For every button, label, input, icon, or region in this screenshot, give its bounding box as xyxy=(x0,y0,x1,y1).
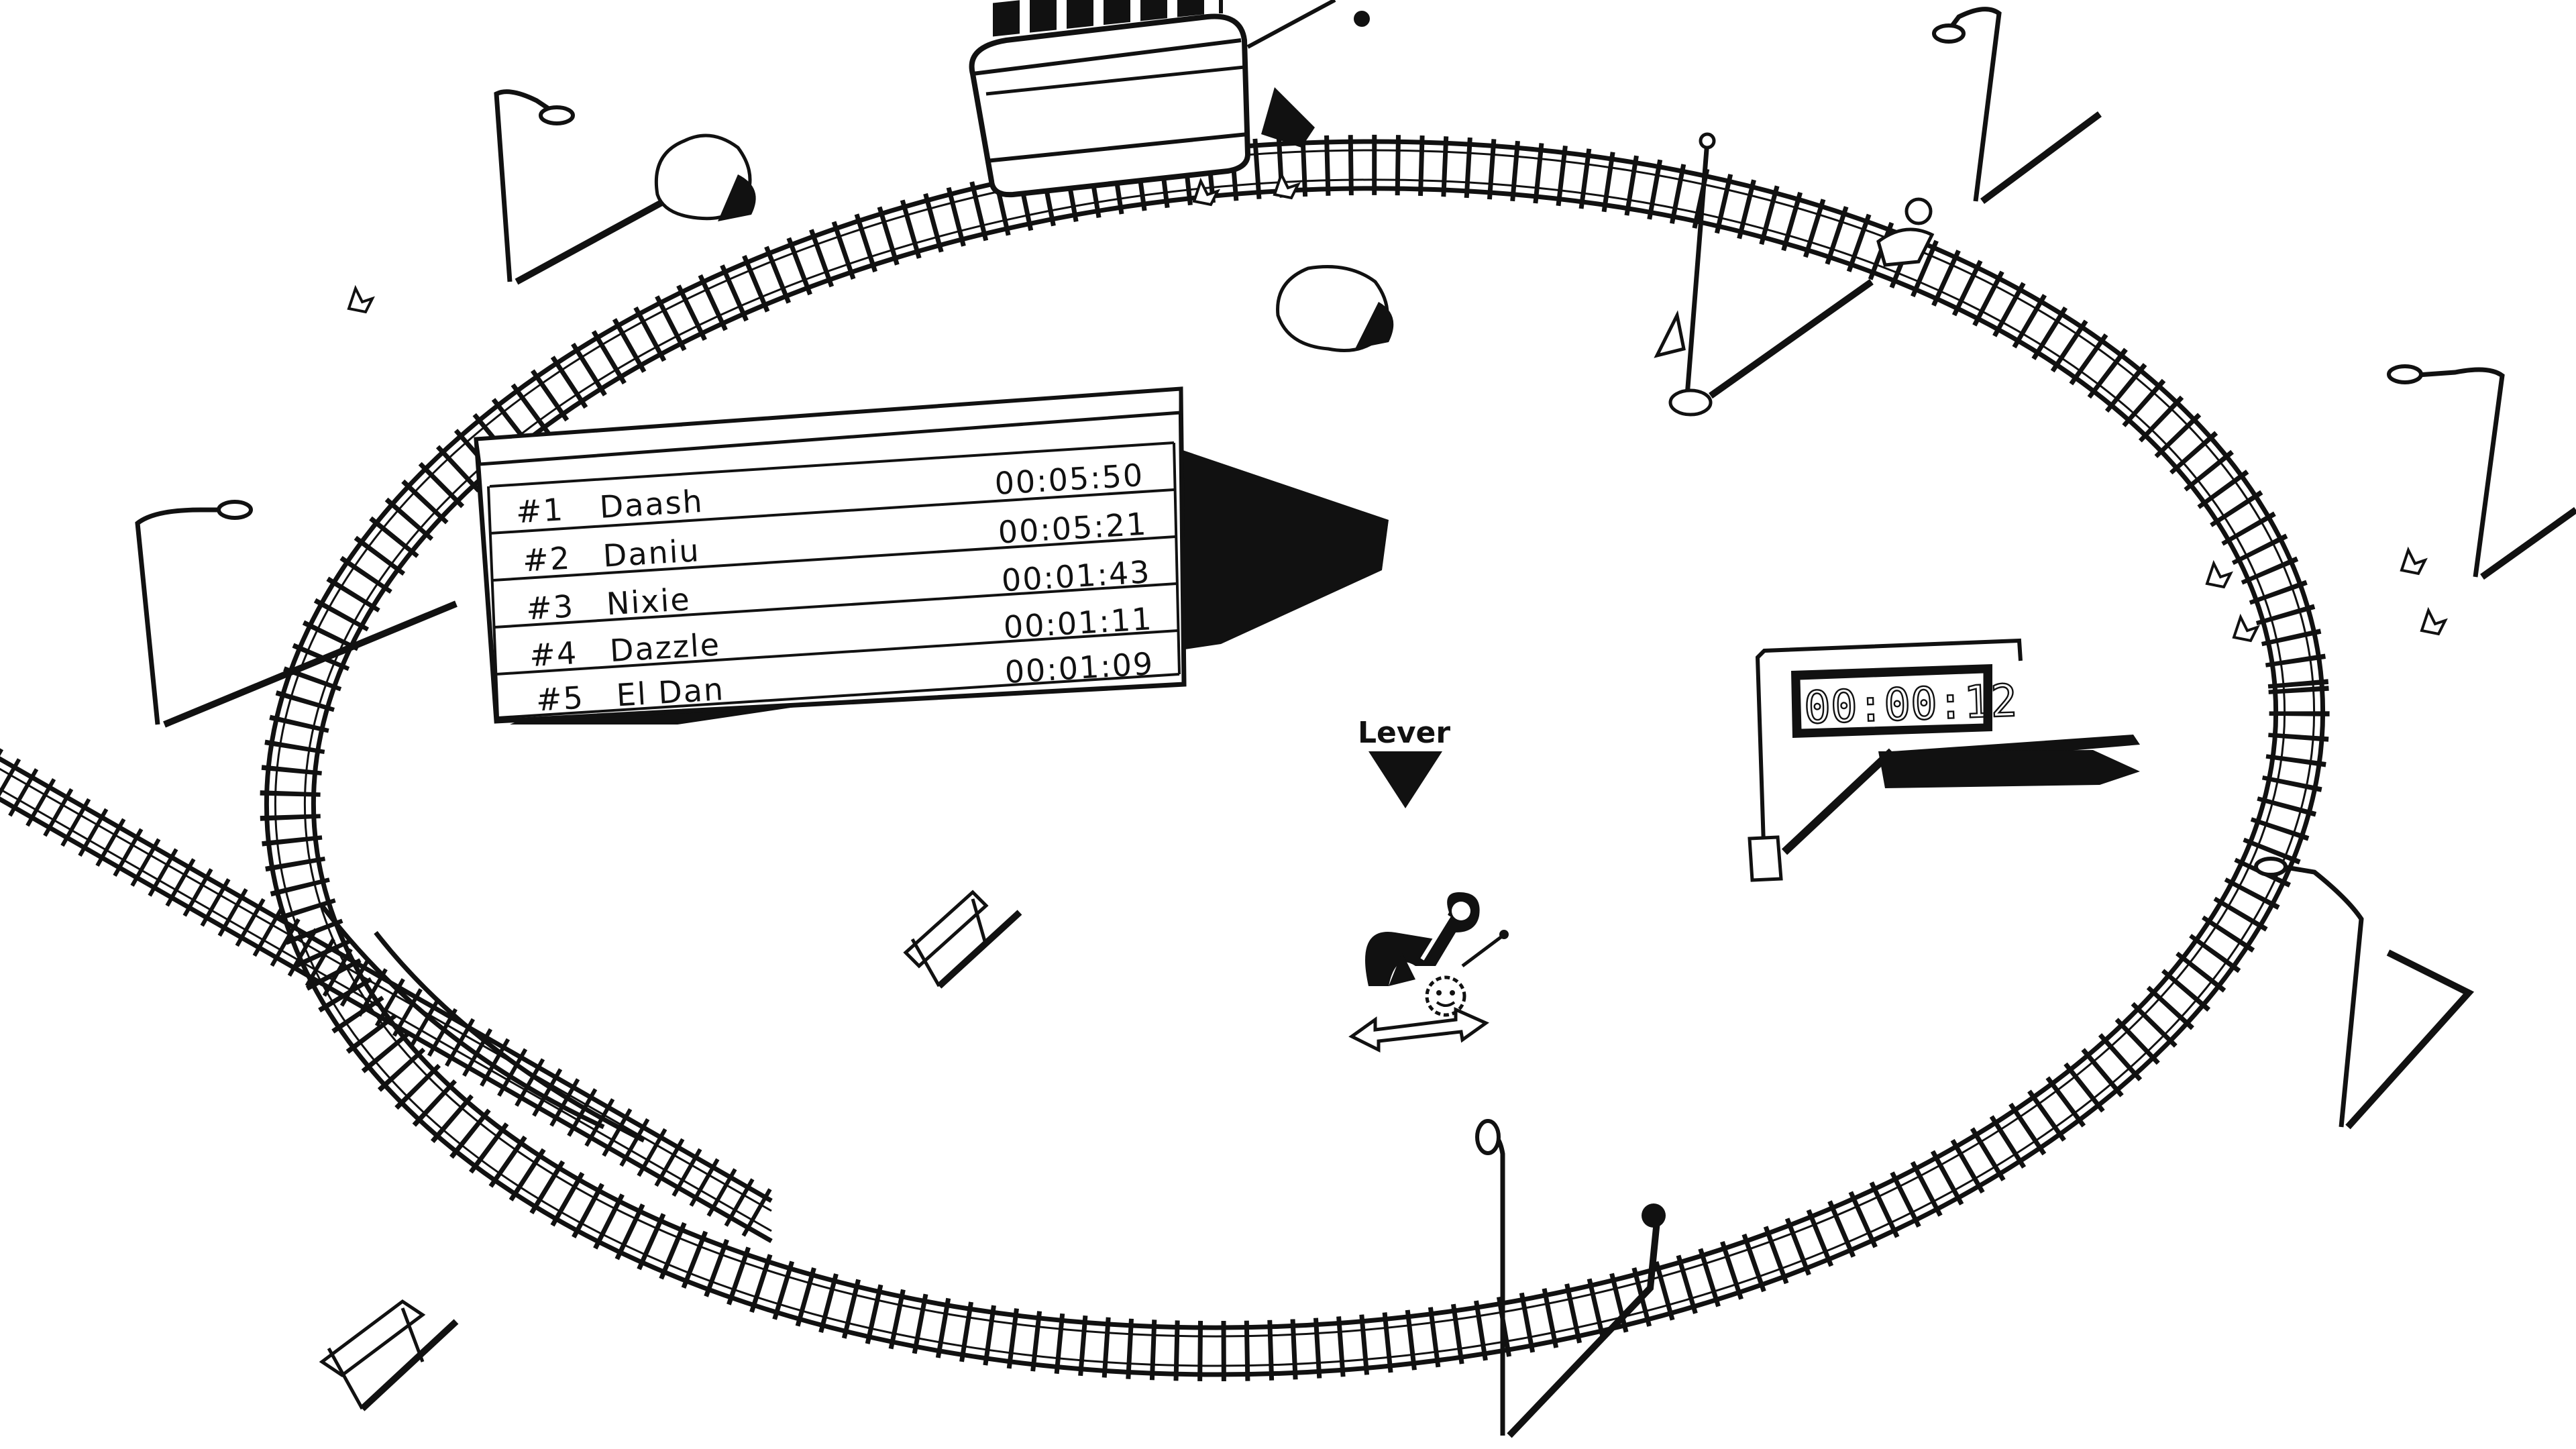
leaderboard-row: #5 El Dan 00:01:09 xyxy=(535,645,1155,718)
bench xyxy=(319,1299,459,1411)
lever-icon[interactable] xyxy=(1365,892,1480,986)
npc-figure xyxy=(1876,197,1935,267)
street-lamp xyxy=(2254,857,2475,1130)
leaderboard-row: #2 Daniu 00:05:21 xyxy=(522,506,1148,579)
leaderboard-rank: #4 xyxy=(529,635,579,674)
oval-railway-track xyxy=(260,134,2330,1382)
leaderboard-name: Dazzle xyxy=(608,626,721,669)
street-lamp xyxy=(2387,364,2576,580)
interaction-prompt: Lever xyxy=(1358,716,1450,808)
leaderboard-rank: #2 xyxy=(522,540,572,579)
lever-prompt-label: Lever xyxy=(1358,716,1450,750)
leaderboard-time: 00:01:11 xyxy=(1002,600,1153,645)
street-lamp xyxy=(135,500,458,728)
diagonal-railway-track xyxy=(0,748,785,1244)
leaderboard-name: Daash xyxy=(598,483,704,525)
leaderboard-rank: #5 xyxy=(535,679,585,718)
leaderboard-time: 00:05:50 xyxy=(994,457,1144,502)
leaderboard-name: Nixie xyxy=(605,581,691,622)
leaderboard-row: #1 Daash 00:05:50 xyxy=(515,457,1144,531)
lever[interactable] xyxy=(1348,892,1509,1053)
leaderboard-billboard: #1 Daash 00:05:50 #2 Daniu 00:05:21 #3 N… xyxy=(474,386,1389,724)
timer-display: 00:00:12 xyxy=(1803,675,2018,734)
street-lamp xyxy=(1475,1119,1666,1438)
leaderboard-row: #3 Nixie 00:01:43 xyxy=(525,553,1152,627)
street-lamp xyxy=(1932,7,2102,205)
leaderboard-name: El Dan xyxy=(615,671,725,713)
down-triangle-icon xyxy=(1368,751,1442,808)
timer-sign: 00:00:12 xyxy=(1748,638,2140,882)
flag-pole xyxy=(1654,132,1874,417)
leaderboard-time: 00:05:21 xyxy=(997,506,1148,551)
leaderboard-rank: #1 xyxy=(515,491,565,530)
leaderboard-rank: #3 xyxy=(525,588,576,627)
double-arrow-icon xyxy=(1348,1007,1490,1053)
grass-tuft xyxy=(347,170,2448,643)
bush xyxy=(654,133,756,221)
leaderboard-time: 00:01:09 xyxy=(1004,645,1155,690)
leaderboard-name: Daniu xyxy=(602,532,701,574)
bush xyxy=(1276,265,1394,352)
tram-car xyxy=(969,0,1370,198)
bench xyxy=(903,890,1022,989)
track-junction xyxy=(320,904,645,1143)
leaderboard-rows xyxy=(487,441,1181,719)
gear-character-icon xyxy=(1425,975,1466,1017)
leaderboard-row: #4 Dazzle 00:01:11 xyxy=(529,600,1154,674)
leaderboard-time: 00:01:43 xyxy=(1000,553,1151,598)
